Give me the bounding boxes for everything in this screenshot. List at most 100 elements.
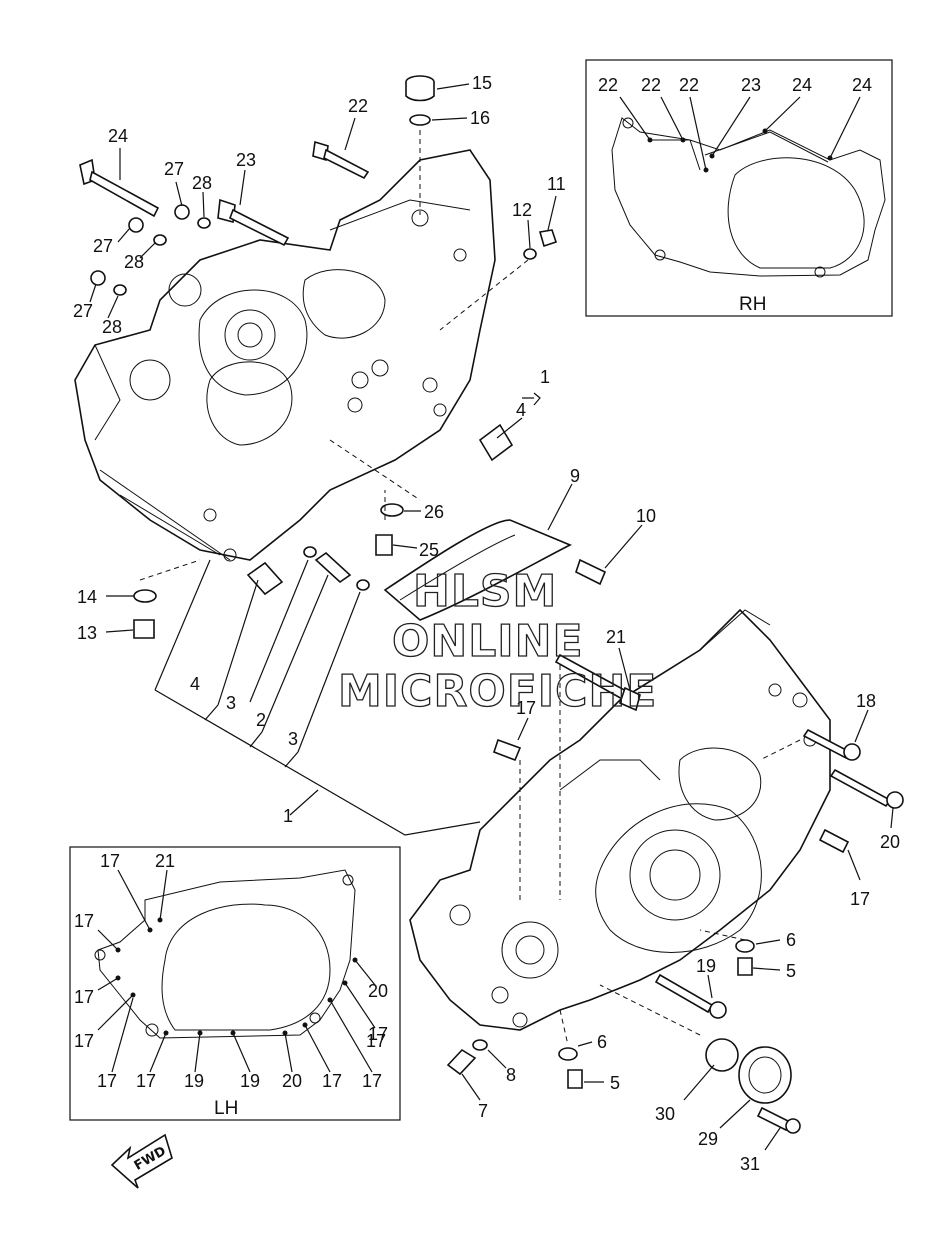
- callout-12: 12: [512, 200, 532, 220]
- callout-5a: 5: [786, 961, 796, 981]
- callout-24: 24: [108, 126, 128, 146]
- part-6-washer-a: [735, 939, 755, 953]
- rh-callout-22b: 22: [641, 75, 661, 95]
- callout-2: 2: [256, 710, 266, 730]
- callout-28a: 28: [192, 173, 212, 193]
- part-25-bolt: [375, 534, 393, 556]
- part-5-bolt-b: [567, 1069, 583, 1089]
- callout-5b: 5: [610, 1073, 620, 1093]
- rh-callout-22c: 22: [679, 75, 699, 95]
- part-4-dowel-upper: [478, 423, 514, 462]
- part-17-bolt-b: [818, 828, 850, 854]
- part-24-long-bolt: [79, 158, 160, 218]
- part-12-washer: [523, 248, 537, 260]
- callout-20: 20: [880, 832, 900, 852]
- leader-lines: [89, 83, 894, 1151]
- callout-13: 13: [77, 623, 97, 643]
- part-11-bolt: [538, 229, 558, 248]
- lh-inset: 17 21 17 17 17 20 17 17 17 17 19 19 20 1…: [69, 846, 401, 1121]
- callout-3b: 3: [288, 729, 298, 749]
- part-19-bolt: [654, 973, 727, 1019]
- callout-11: 11: [547, 174, 566, 194]
- part-18-bolt: [802, 728, 861, 761]
- part-6-washer-b: [558, 1047, 578, 1061]
- callout-6b: 6: [597, 1032, 607, 1052]
- callout-4-lower: 4: [190, 674, 200, 694]
- callout-26: 26: [424, 502, 444, 522]
- part-7-bolt: [446, 1048, 477, 1076]
- callout-23: 23: [236, 150, 256, 170]
- part-28-washers: [113, 217, 211, 296]
- part-4-dowel-lower: [246, 561, 284, 596]
- part-5-bolt-a: [737, 957, 753, 976]
- watermark-line-2: ONLINE: [392, 616, 584, 667]
- rh-crankcase-outline: [611, 117, 886, 277]
- lh-callout-20b: 20: [282, 1071, 302, 1091]
- callout-4-upper: 4: [516, 400, 526, 420]
- watermark: HLSM ONLINE MICROFICHE: [337, 565, 657, 717]
- callout-17a: 17: [516, 698, 536, 718]
- part-3-o-ring-b: [356, 579, 370, 591]
- part-30-o-ring: [705, 1038, 739, 1072]
- part-20-bolt: [829, 768, 904, 809]
- lh-callout-20a: 20: [368, 981, 388, 1001]
- callout-18: 18: [856, 691, 876, 711]
- part-13-bolt: [133, 619, 155, 639]
- callout-25: 25: [419, 540, 439, 560]
- callout-27b: 27: [93, 236, 113, 256]
- part-15-drain-plug: [405, 75, 435, 102]
- part-8-washer: [472, 1039, 488, 1051]
- callout-9: 9: [570, 466, 580, 486]
- lh-callout-17j: 17: [366, 1031, 386, 1051]
- callout-1-lower: 1: [283, 806, 293, 826]
- lh-callout-17c: 17: [74, 987, 94, 1007]
- watermark-line-1: HLSM: [413, 566, 557, 617]
- watermark-line-3: MICROFICHE: [338, 666, 657, 717]
- callout-28b: 28: [124, 252, 144, 272]
- callout-27a: 27: [164, 159, 184, 179]
- lh-crankcase-outline: [97, 869, 356, 1039]
- part-14-washer: [133, 589, 157, 603]
- lh-callout-21: 21: [155, 851, 175, 871]
- lh-callout-19b: 19: [240, 1071, 260, 1091]
- callout-17b: 17: [850, 889, 870, 909]
- callout-3a: 3: [226, 693, 236, 713]
- callout-21: 21: [606, 627, 626, 647]
- rh-inset: 22 22 22 23 24 24 RH: [585, 59, 893, 317]
- callout-29: 29: [698, 1129, 718, 1149]
- lh-callout-17d: 17: [74, 1031, 94, 1051]
- lh-bolt-dots: [115, 917, 358, 1036]
- callout-27c: 27: [73, 301, 93, 321]
- part-21-bolt: [554, 653, 641, 712]
- callout-31: 31: [740, 1154, 760, 1174]
- lh-callout-19a: 19: [184, 1071, 204, 1091]
- callout-19: 19: [696, 956, 716, 976]
- part-26-washer: [380, 503, 404, 517]
- callout-7: 7: [478, 1101, 488, 1121]
- lh-callout-17b: 17: [74, 911, 94, 931]
- part-31-bolt: [756, 1106, 801, 1134]
- callout-10: 10: [636, 506, 656, 526]
- rh-inset-frame: [585, 59, 893, 317]
- callout-14: 14: [77, 587, 97, 607]
- lh-callout-17g: 17: [136, 1071, 156, 1091]
- part-27-bolts: [90, 204, 190, 286]
- part-3-o-ring-a: [303, 546, 317, 558]
- callout-1-upper: 1: [540, 367, 550, 387]
- rh-callout-24b: 24: [852, 75, 872, 95]
- callout-numbers: 15 16 22 24 27 28 23 27 28 27 28 11 12 1…: [73, 73, 900, 1174]
- left-crankcase: [74, 149, 496, 562]
- part-22-bolt: [312, 140, 370, 180]
- assembly-lines: [139, 130, 801, 1046]
- lh-inset-label: LH: [214, 1098, 238, 1119]
- part-23-bolt: [217, 198, 290, 247]
- part-9-bearing-retainer: [383, 519, 572, 621]
- part-2-dowel: [314, 551, 352, 584]
- callout-15: 15: [472, 73, 492, 93]
- rh-callout-22a: 22: [598, 75, 618, 95]
- callout-16: 16: [470, 108, 490, 128]
- lh-inset-frame: [69, 846, 401, 1121]
- callout-8: 8: [506, 1065, 516, 1085]
- lh-callout-17f: 17: [97, 1071, 117, 1091]
- part-17-bolt-a: [492, 738, 522, 762]
